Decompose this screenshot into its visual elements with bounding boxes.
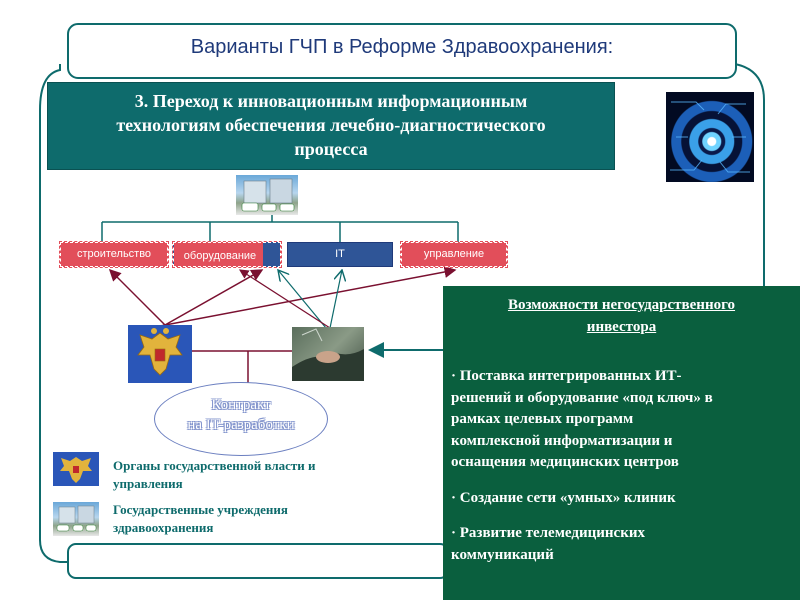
legend-building-icon <box>53 502 99 536</box>
investor-item-1-line-1: Поставка интегрированных ИТ- <box>459 368 682 384</box>
category-management-label: управление <box>423 248 485 260</box>
heading-box: 3. Переход к инновационным информационны… <box>47 82 615 170</box>
contract-text: Контракт на IT-разработки <box>155 383 327 435</box>
investor-heading-line-2: инвестора <box>586 319 657 335</box>
investor-item-1: · Поставка интегрированных ИТ- решений и… <box>451 366 794 474</box>
it-eye-image <box>666 92 754 182</box>
bullet-icon: · <box>451 368 457 384</box>
category-it: IT <box>287 242 393 267</box>
category-management: управление <box>400 241 508 268</box>
investor-item-1-line-2: решений и оборудование «под ключ» в <box>451 389 713 406</box>
category-it-label: IT <box>335 248 345 260</box>
bottom-frame <box>67 543 449 579</box>
clinic-building-image <box>236 175 298 215</box>
investor-item-1-line-4: комплексной информатизации и <box>451 432 673 449</box>
legend-healthcare: Государственные учреждения здравоохранен… <box>113 501 373 537</box>
investor-list: · Поставка интегрированных ИТ- решений и… <box>443 366 800 566</box>
contract-line-2: на IT-разработки <box>187 417 295 433</box>
heading-line-2: технологиям обеспечения лечебно-диагност… <box>116 115 546 135</box>
contract-ellipse: Контракт на IT-разработки <box>154 382 328 456</box>
bullet-icon: · <box>451 525 457 541</box>
investor-box: Возможности негосударственного инвестора… <box>443 286 800 600</box>
investor-heading: Возможности негосударственного инвестора <box>443 294 800 338</box>
heading-line-1: 3. Переход к инновационным информационны… <box>134 91 528 111</box>
investor-item-1-line-5: оснащения медицинских центров <box>451 454 679 470</box>
bullet-icon: · <box>451 489 457 506</box>
investor-item-2: · Создание сети «умных» клиник <box>451 488 794 510</box>
investor-item-3: · Развитие телемедицинских коммуникаций <box>451 523 794 566</box>
title-frame <box>67 23 737 79</box>
heading-text: 3. Переход к инновационным информационны… <box>48 83 614 161</box>
category-equipment: оборудование <box>172 241 282 268</box>
investor-item-2-line-1: Создание сети «умных» клиник <box>459 489 676 506</box>
handshake-image <box>292 327 364 381</box>
contract-line-1: Контракт <box>211 397 271 413</box>
slide-title: Варианты ГЧП в Реформе Здравоохранения: <box>190 36 614 58</box>
legend-government-line-1: Органы государственной власти и <box>113 458 316 473</box>
investor-item-3-line-2: коммуникаций <box>451 546 554 563</box>
legend-government: Органы государственной власти и управлен… <box>113 457 373 493</box>
category-equipment-label: оборудование <box>183 250 257 262</box>
category-construction-label: строительство <box>76 248 152 260</box>
legend-coat-of-arms-icon <box>53 452 99 486</box>
outer-frame <box>39 63 765 563</box>
investor-heading-line-1: Возможности негосударственного <box>507 297 736 313</box>
coat-of-arms-image <box>128 325 192 383</box>
legend-government-line-2: управления <box>113 476 183 491</box>
heading-line-3: процесса <box>294 139 368 159</box>
investor-item-3-line-1: Развитие телемедицинских <box>459 525 645 541</box>
investor-item-1-line-3: рамках целевых программ <box>451 411 634 427</box>
legend-healthcare-line-2: здравоохранения <box>113 520 214 535</box>
legend-healthcare-line-1: Государственные учреждения <box>113 502 288 517</box>
category-construction: строительство <box>59 241 169 268</box>
